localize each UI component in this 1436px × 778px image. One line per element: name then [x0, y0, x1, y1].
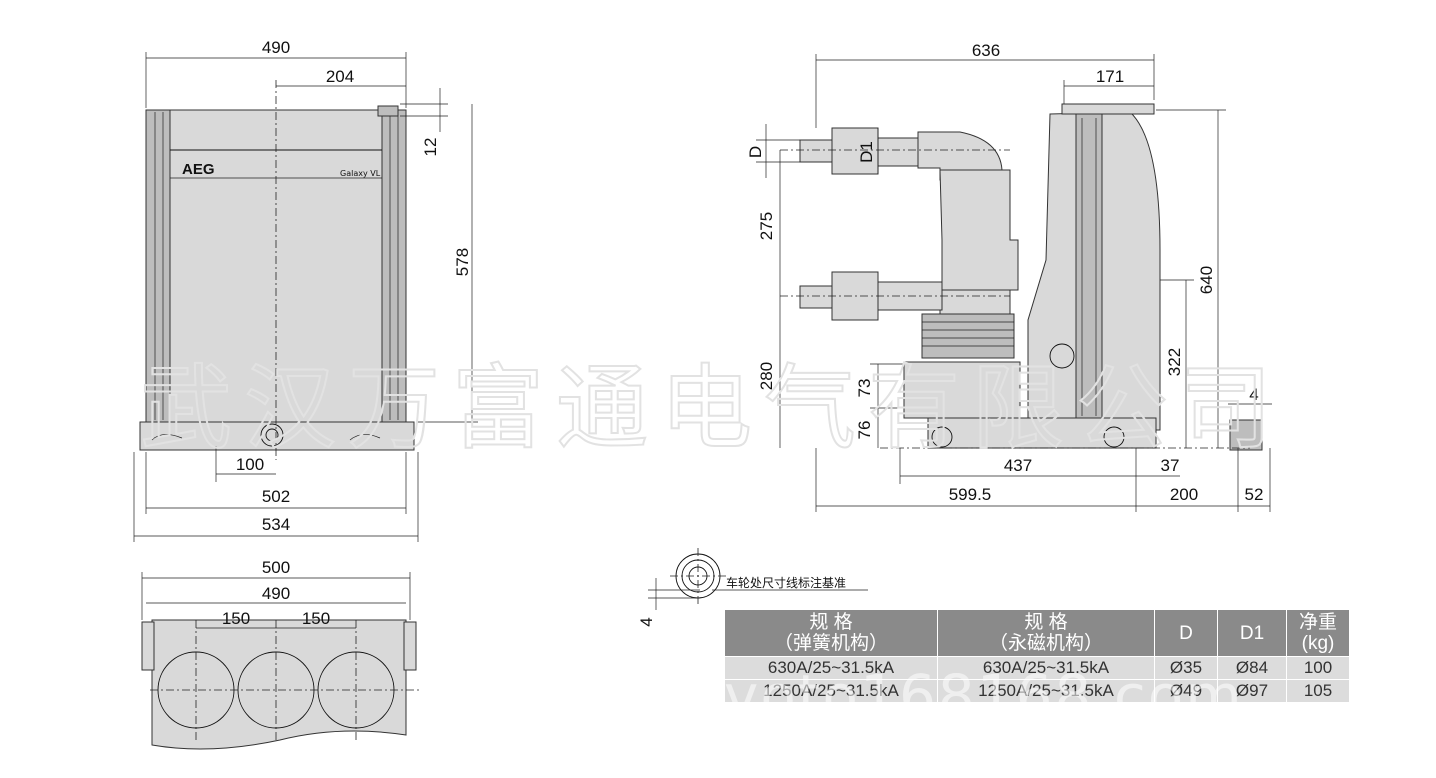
dim-150-a: 150 [222, 609, 250, 628]
header-spring: 规 格（弹簧机构） [724, 609, 938, 657]
cell: 630A/25~31.5kA [724, 656, 938, 680]
cell: 1250A/25~31.5kA [724, 679, 938, 703]
dim-D1: D1 [857, 141, 876, 163]
table-row: 630A/25~31.5kA 630A/25~31.5kA Ø35 Ø84 10… [724, 656, 1350, 680]
dim-502: 502 [262, 487, 290, 506]
dim-490-front: 490 [262, 38, 290, 57]
front-view: AEG Galaxy VL 490 204 12 578 100 502 534 [133, 38, 478, 542]
dim-37: 37 [1161, 456, 1180, 475]
wheel-note-text: 车轮处尺寸线标注基准 [726, 575, 846, 590]
header-weight: 净重(kg) [1286, 609, 1350, 657]
dim-322: 322 [1165, 348, 1184, 376]
dim-4-side: 4 [1249, 385, 1258, 404]
dim-12: 12 [421, 138, 440, 157]
front-model: Galaxy VL [340, 169, 381, 178]
cell: Ø35 [1154, 656, 1218, 680]
cell: 630A/25~31.5kA [937, 656, 1155, 680]
side-view: 636 171 D D1 275 280 73 76 640 322 4 437 [746, 41, 1272, 512]
front-brand: AEG [182, 161, 215, 178]
dim-73: 73 [855, 379, 874, 398]
table-row: 1250A/25~31.5kA 1250A/25~31.5kA Ø49 Ø97 … [724, 679, 1350, 703]
header-D1: D1 [1217, 609, 1287, 657]
top-view: 500 490 150 150 [141, 558, 420, 750]
dim-490-top: 490 [262, 584, 290, 603]
dim-500: 500 [262, 558, 290, 577]
top-body [151, 619, 407, 750]
header-D: D [1154, 609, 1218, 657]
dim-100: 100 [236, 455, 264, 474]
dim-280: 280 [757, 362, 776, 390]
dim-171: 171 [1096, 67, 1124, 86]
pole-column [939, 169, 1019, 291]
cell: 100 [1286, 656, 1350, 680]
dim-636: 636 [972, 41, 1000, 60]
cell: Ø97 [1217, 679, 1287, 703]
dim-76: 76 [855, 421, 874, 440]
front-base [139, 421, 415, 451]
spec-table: 规 格（弹簧机构） 规 格（永磁机构） D D1 净重(kg) 630A/25~… [724, 609, 1350, 703]
dim-275: 275 [757, 212, 776, 240]
dim-204: 204 [326, 67, 354, 86]
cell: Ø84 [1217, 656, 1287, 680]
dim-D: D [746, 146, 765, 158]
dim-534: 534 [262, 515, 290, 534]
cell: 1250A/25~31.5kA [937, 679, 1155, 703]
dim-599-5: 599.5 [949, 485, 992, 504]
header-magnetic: 规 格（永磁机构） [937, 609, 1155, 657]
dim-200: 200 [1170, 485, 1198, 504]
watermark-company: 武汉万富通电气有限公司 [140, 355, 1284, 462]
dim-437: 437 [1004, 456, 1032, 475]
cell: Ø49 [1154, 679, 1218, 703]
wheel-reference-note: 车轮处尺寸线标注基准 4 [637, 548, 868, 627]
dim-640: 640 [1197, 266, 1216, 294]
dim-578: 578 [453, 248, 472, 276]
dim-4-wheel: 4 [637, 617, 656, 626]
dim-150-b: 150 [302, 609, 330, 628]
table-header-row: 规 格（弹簧机构） 规 格（永磁机构） D D1 净重(kg) [724, 609, 1350, 657]
cell: 105 [1286, 679, 1350, 703]
dim-52: 52 [1245, 485, 1264, 504]
